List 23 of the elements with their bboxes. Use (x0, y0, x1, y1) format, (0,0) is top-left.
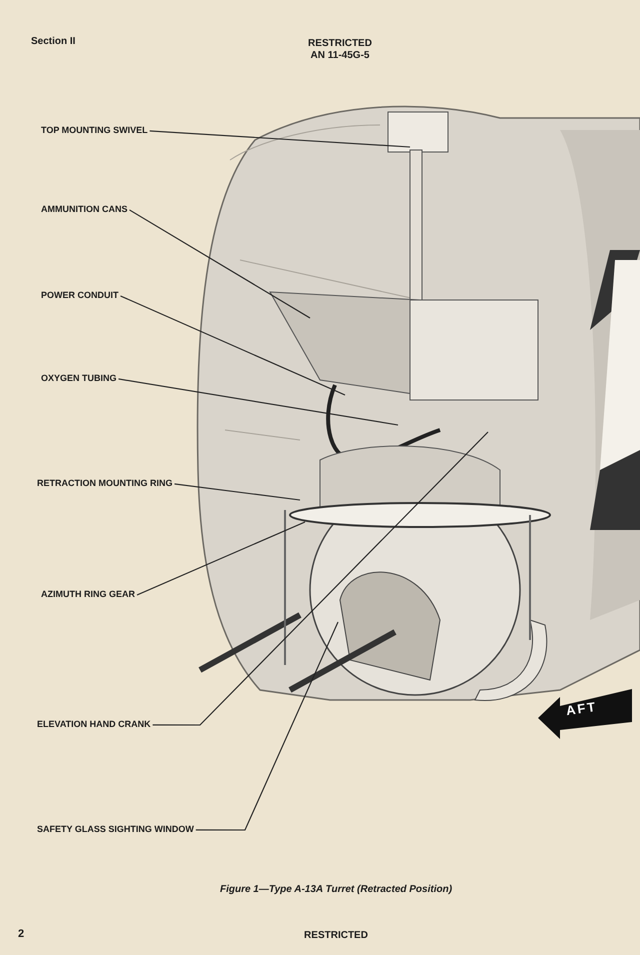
leader-line (150, 130, 410, 148)
leader-line (196, 622, 338, 831)
leader-line (174, 483, 300, 501)
part-label: RETRACTION MOUNTING RING (37, 479, 172, 489)
leader-line (120, 295, 346, 396)
section-heading: Section II (31, 36, 76, 47)
part-label: AZIMUTH RING GEAR (41, 590, 135, 600)
leader-line (152, 432, 488, 726)
part-label: ELEVATION HAND CRANK (37, 720, 151, 730)
document-number: AN 11-45G-5 (310, 50, 370, 61)
direction-label: AFT (565, 700, 598, 718)
part-label: SAFETY GLASS SIGHTING WINDOW (37, 825, 194, 835)
leader-line (136, 522, 306, 596)
part-label: TOP MOUNTING SWIVEL (41, 126, 148, 136)
part-label: POWER CONDUIT (41, 291, 118, 301)
header-text: RESTRICTED (308, 38, 372, 49)
footer-text: RESTRICTED (304, 930, 368, 941)
leader-line (129, 209, 310, 318)
page-number: 2 (18, 928, 24, 940)
part-label: OXYGEN TUBING (41, 374, 117, 384)
figure-caption: Figure 1—Type A-13A Turret (Retracted Position) (220, 884, 452, 895)
leader-line (118, 378, 398, 426)
part-label: AMMUNITION CANS (41, 205, 128, 215)
